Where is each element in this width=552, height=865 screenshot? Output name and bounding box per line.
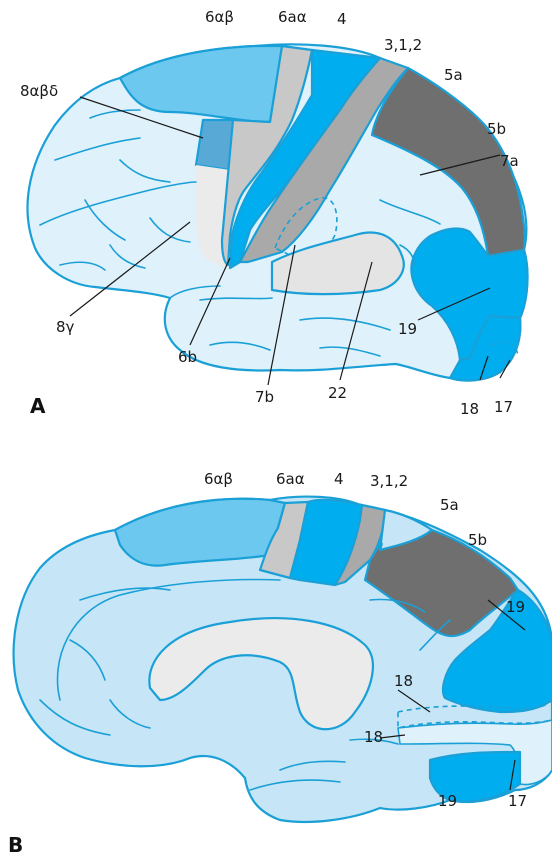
label-18: 18 <box>460 400 479 418</box>
label-6ab: 6αβ <box>205 8 234 26</box>
area-8abd-lateral <box>196 120 233 170</box>
label-4: 4 <box>337 10 347 28</box>
label-7a: 7a <box>500 152 519 170</box>
label-17-medial: 17 <box>508 792 527 810</box>
label-5a: 5a <box>444 66 463 84</box>
panel-a-lateral-view: 6αβ 6aα 4 3,1,2 5a 8αβδ 5b 7a 8γ 19 6b 7… <box>20 8 527 418</box>
label-18-medial-upper: 18 <box>394 672 413 690</box>
label-8g: 8γ <box>56 318 75 336</box>
label-6aa-medial: 6aα <box>276 470 305 488</box>
label-17: 17 <box>494 398 513 416</box>
label-5a-medial: 5a <box>440 496 459 514</box>
label-312: 3,1,2 <box>384 36 422 54</box>
label-6ab-medial: 6αβ <box>204 470 233 488</box>
panel-letter-b: B <box>8 833 23 857</box>
label-6aa: 6aα <box>278 8 307 26</box>
label-8abd: 8αβδ <box>20 82 58 100</box>
label-4-medial: 4 <box>334 470 344 488</box>
label-19: 19 <box>398 320 417 338</box>
label-22: 22 <box>328 384 347 402</box>
label-18-medial-lower: 18 <box>364 728 383 746</box>
label-7b: 7b <box>255 388 274 406</box>
label-19-medial-lower: 19 <box>438 792 457 810</box>
area-6ab-medial <box>115 499 285 566</box>
panel-letter-a: A <box>30 394 46 418</box>
panel-b-medial-view: 6αβ 6aα 4 3,1,2 5a 5b 19 18 18 19 17 B <box>8 470 552 857</box>
label-5b-medial: 5b <box>468 531 487 549</box>
label-312-medial: 3,1,2 <box>370 472 408 490</box>
label-5b: 5b <box>487 120 506 138</box>
label-19-medial-upper: 19 <box>506 598 525 616</box>
label-6b: 6b <box>178 348 197 366</box>
